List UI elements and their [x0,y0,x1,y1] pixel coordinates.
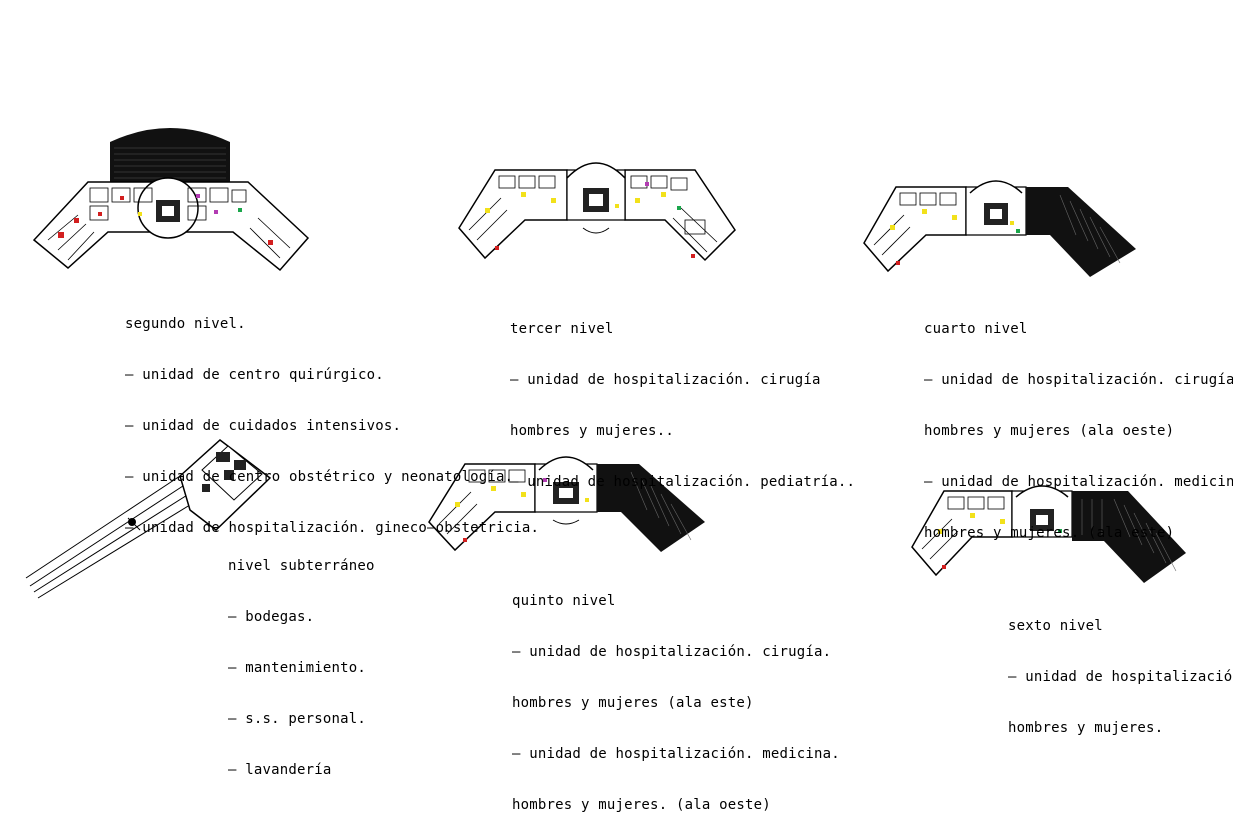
level-item: — mantenimiento. [228,660,367,676]
plan-quinto-nivel [425,450,710,560]
caption-segundo-nivel: segundo nivel. — unidad de centro quirúr… [125,282,539,554]
level-item: — unidad de hospitalización. medicina. [512,746,840,762]
level-title: tercer nivel [510,321,614,337]
caption-tercer-nivel: tercer nivel — unidad de hospitalización… [510,287,855,508]
plan-tercer-nivel [455,158,740,268]
level-item: hombres y mujeres (ala este) [512,695,754,711]
level-item: — lavandería [228,762,332,778]
level-item: — unidad de hospitalización. medicina. [924,474,1233,490]
level-item: — unidad de centro quirúrgico. [125,367,384,383]
level-item: — bodegas. [228,609,315,625]
level-item: — unidad de hospitalización. cirugía. [924,372,1233,388]
level-item: hombres y mujeres. [1008,720,1164,736]
level-item: — unidad de centro obstétrico y neonatol… [125,469,514,485]
level-item: — unidad de cuidados intensivos. [125,418,402,434]
level-item: — unidad de hospitalización. pediatría.. [510,474,856,490]
caption-nivel-subterraneo: nivel subterráneo — bodegas. — mantenimi… [228,524,375,796]
level-title: sexto nivel [1008,618,1103,634]
level-title: cuarto nivel [924,321,1028,337]
plan-cuarto-nivel [860,175,1140,280]
level-item: hombres y mujeres (ala oeste) [924,423,1175,439]
plan-sexto-nivel [908,475,1193,587]
level-item: — unidad de hospitalización. gineco—obst… [125,520,540,536]
caption-sexto-nivel: sexto nivel — unidad de hospitalización.… [1008,584,1233,754]
caption-cuarto-nivel: cuarto nivel — unidad de hospitalización… [924,287,1233,559]
level-title: segundo nivel. [125,316,246,332]
level-title: quinto nivel [512,593,616,609]
level-item: — s.s. personal. [228,711,367,727]
level-item: hombres y mujeres. (ala este) [924,525,1175,541]
level-item: — unidad de hospitalización. cirugía. [512,644,832,660]
plan-segundo-nivel [28,120,318,280]
plan-nivel-subterraneo [20,430,280,600]
level-item: — unidad de hospitalización. [1008,669,1233,685]
level-title: nivel subterráneo [228,558,375,574]
level-item: hombres y mujeres. (ala oeste) [512,797,771,813]
level-item: — unidad de hospitalización. cirugía [510,372,821,388]
level-item: hombres y mujeres.. [510,423,674,439]
caption-quinto-nivel: quinto nivel — unidad de hospitalización… [512,559,840,831]
